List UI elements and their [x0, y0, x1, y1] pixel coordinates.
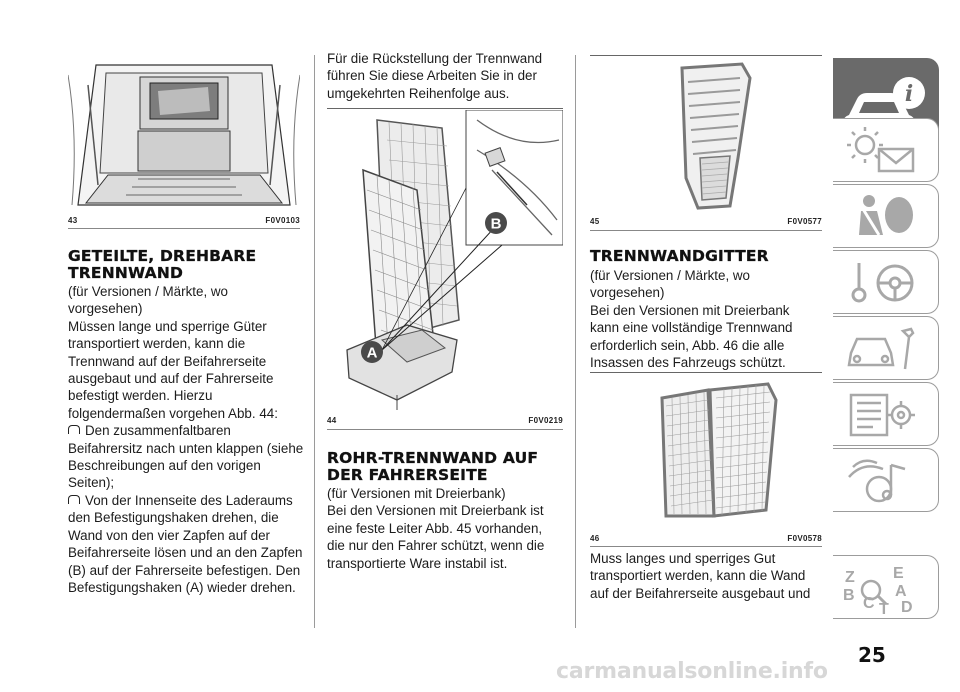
- col1-body: (für Versionen / Märkte, wo vorgesehen) …: [68, 283, 304, 596]
- intro-paragraph: Müssen lange und sperrige Güter transpor…: [68, 318, 278, 421]
- index-letters-icon: Z E A B C T D: [843, 565, 913, 618]
- figure-43-rule: [68, 228, 300, 229]
- section-heading-geteilte-trennwand: GETEILTE, DREHBARE TRENNWAND: [68, 247, 257, 282]
- figure-46-rule: [590, 546, 822, 547]
- section-heading-rohr-trennwand: ROHR-TRENNWAND AUF DER FAHRERSEITE: [327, 449, 539, 484]
- figure-45: [590, 58, 822, 210]
- section-heading-trennwandgitter: TRENNWANDGITTER: [590, 247, 769, 265]
- index-letter: T: [879, 601, 889, 618]
- callout-label-a: A: [367, 345, 378, 362]
- figure-44-top-rule: [327, 108, 563, 109]
- figure-45-top-rule: [590, 55, 822, 56]
- figure-number: 45: [590, 217, 600, 226]
- figure-44-caption: 44 F0V0219: [327, 416, 563, 425]
- figure-code: F0V0219: [528, 416, 563, 425]
- col2-top-paragraph: Für die Rückstellung der Trennwand führe…: [327, 51, 543, 101]
- bullet-text-1: Den zusammenfaltbaren Beifahrersitz nach…: [68, 423, 304, 491]
- full-mesh-partition-illustration: [660, 382, 778, 518]
- airbag-seatbelt-icon: [859, 195, 913, 236]
- body-paragraph: Bei den Versionen mit Dreierbank ist ein…: [327, 503, 545, 571]
- figure-46-top-rule: [590, 372, 822, 373]
- page-number: 25: [858, 643, 886, 667]
- figure-46: [590, 376, 822, 522]
- multimedia-music-icon: [848, 459, 906, 503]
- svg-text:i: i: [905, 81, 913, 107]
- bullet-icon: [68, 425, 80, 435]
- figure-45-rule: [590, 230, 822, 231]
- col2-body: (für Versionen mit Dreierbank) Bei den V…: [327, 485, 563, 572]
- figure-code: F0V0578: [787, 534, 822, 543]
- index-letter: D: [901, 599, 913, 616]
- callout-label-b: B: [491, 216, 502, 233]
- figure-43-caption: 43 F0V0103: [68, 216, 300, 225]
- column-rule-1: [314, 55, 315, 628]
- figure-45-caption: 45 F0V0577: [590, 217, 822, 226]
- scope-note: (für Versionen / Märkte, wo vorgesehen): [590, 268, 751, 301]
- body-paragraph: Bei den Versionen mit Dreierbank kann ei…: [590, 302, 793, 371]
- tab-safety[interactable]: [833, 184, 939, 248]
- figure-number: 46: [590, 534, 600, 543]
- figure-number: 44: [327, 416, 337, 425]
- figure-44-rule: [327, 429, 563, 430]
- tab-starting-driving[interactable]: [833, 250, 939, 314]
- van-cargo-area-illustration: [67, 55, 301, 213]
- index-letter: B: [843, 587, 855, 604]
- col3-body: (für Versionen / Märkte, wo vorgesehen) …: [590, 267, 822, 371]
- car-wrench-icon: [847, 327, 915, 370]
- index-letter: A: [895, 583, 907, 600]
- figure-code: F0V0103: [265, 216, 300, 225]
- tab-technical-data[interactable]: [833, 382, 939, 446]
- figure-46-caption: 46 F0V0578: [590, 534, 822, 543]
- list-gear-icon: [849, 393, 915, 437]
- figure-44: B A: [327, 109, 564, 412]
- index-letter: E: [893, 565, 904, 582]
- column-rule-2: [575, 55, 576, 628]
- tubular-partition-illustration: [680, 62, 752, 210]
- index-letter: Z: [845, 569, 855, 586]
- col3-bottom-paragraph: Muss langes und sperriges Gut transporti…: [590, 551, 811, 601]
- bullet-item-2: Von der Innenseite des Laderaums den Bef…: [68, 492, 304, 596]
- warning-lights-mail-icon: [847, 127, 915, 173]
- scope-note: (für Versionen / Märkte, wo vorgesehen): [68, 284, 229, 317]
- watermark: carmanualsonline.info: [556, 659, 828, 684]
- tab-maintenance[interactable]: [833, 316, 939, 380]
- bullet-icon: [68, 494, 80, 504]
- rotating-partition-illustration: B A: [346, 109, 564, 410]
- steering-wheel-key-icon: [851, 263, 914, 303]
- figure-43: [67, 55, 301, 213]
- scope-note: (für Versionen mit Dreierbank): [327, 486, 506, 501]
- tab-warning-lights[interactable]: [833, 118, 939, 182]
- tab-index[interactable]: Z E A B C T D: [833, 555, 939, 619]
- bullet-item-1: Den zusammenfaltbaren Beifahrersitz nach…: [68, 422, 304, 492]
- figure-code: F0V0577: [787, 217, 822, 226]
- tab-multimedia[interactable]: [833, 448, 939, 512]
- figure-number: 43: [68, 216, 78, 225]
- bullet-text-2: Von der Innenseite des Laderaums den Bef…: [68, 492, 303, 595]
